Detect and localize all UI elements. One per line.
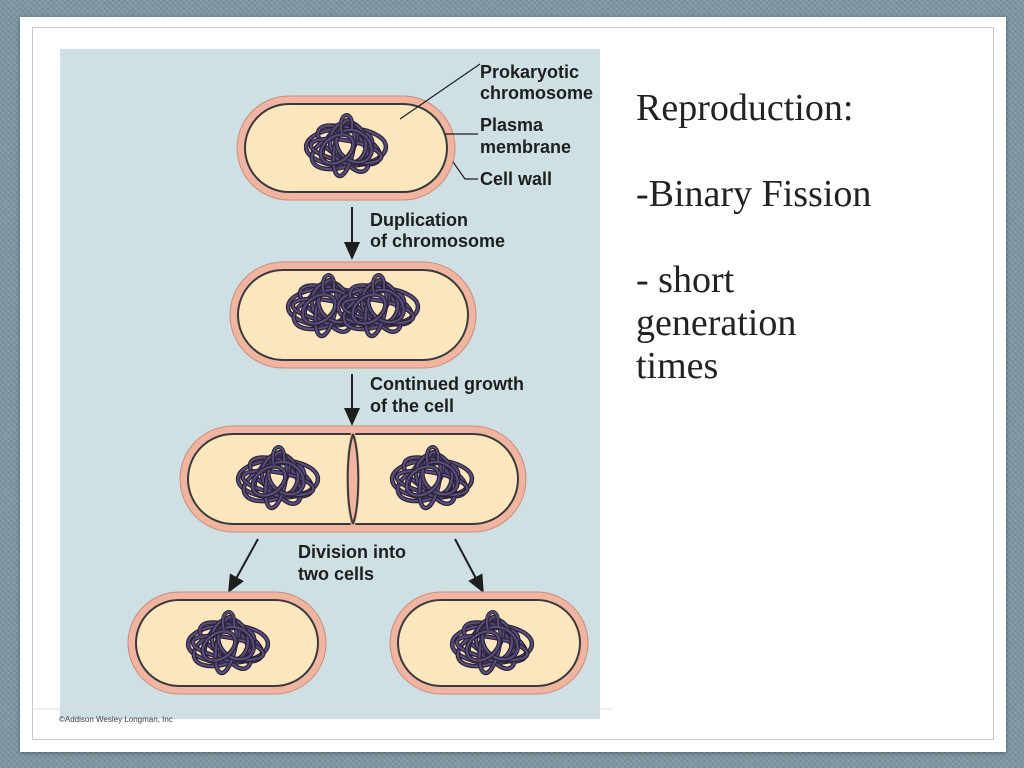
cell-wall-leader-line	[452, 161, 478, 180]
chromosome-knot-left-half	[235, 445, 321, 511]
daughter-cell-left	[127, 591, 327, 695]
label-division-1: Division into	[298, 542, 406, 562]
bullet-short-line2: generation	[636, 301, 797, 344]
label-continued-growth-2: of the cell	[370, 396, 454, 416]
label-prokaryotic-chromosome-1: Prokaryotic	[480, 62, 579, 82]
bullet-short-line1: - short	[636, 258, 735, 301]
chromosome-knot-daughter-right	[449, 610, 535, 676]
cell-elongated-dividing	[179, 425, 527, 533]
label-division-2: two cells	[298, 564, 374, 584]
label-duplication-2: of chromosome	[370, 231, 505, 251]
slide: Prokaryotic chromosome Plasma membrane C…	[20, 17, 1006, 752]
chromosome-knot-right-half	[389, 445, 475, 511]
bullet-binary-fission: -Binary Fission	[636, 172, 872, 215]
label-cell-wall: Cell wall	[480, 169, 552, 189]
slide-text-block: Reproduction: -Binary Fission - short ge…	[636, 87, 986, 388]
label-continued-growth-1: Continued growth	[370, 374, 524, 394]
slide-title: Reproduction:	[636, 87, 854, 129]
cell-duplicated-chromosome	[229, 261, 477, 369]
parent-cell	[236, 95, 456, 201]
credit-line: ©Addison Wesley Longman, Inc	[32, 708, 612, 724]
chromosome-leader-line	[399, 63, 481, 120]
bullet-short-line3: times	[636, 344, 719, 387]
slide-frame	[32, 27, 994, 740]
arrow-division-left	[228, 538, 259, 594]
label-prokaryotic-chromosome-2: chromosome	[480, 83, 593, 103]
label-plasma-membrane-1: Plasma	[480, 115, 544, 135]
binary-fission-diagram: Prokaryotic chromosome Plasma membrane C…	[60, 34, 620, 724]
label-duplication-1: Duplication	[370, 210, 468, 230]
chromosome-knot-daughter-left	[185, 610, 271, 676]
label-plasma-membrane-2: membrane	[480, 137, 571, 157]
chromosome-knot	[303, 113, 389, 179]
copyright-credit: ©Addison Wesley Longman, Inc	[59, 715, 173, 724]
daughter-cell-right	[389, 591, 589, 695]
arrow-division-right	[454, 538, 484, 594]
chromosome-knot-right	[335, 273, 421, 339]
